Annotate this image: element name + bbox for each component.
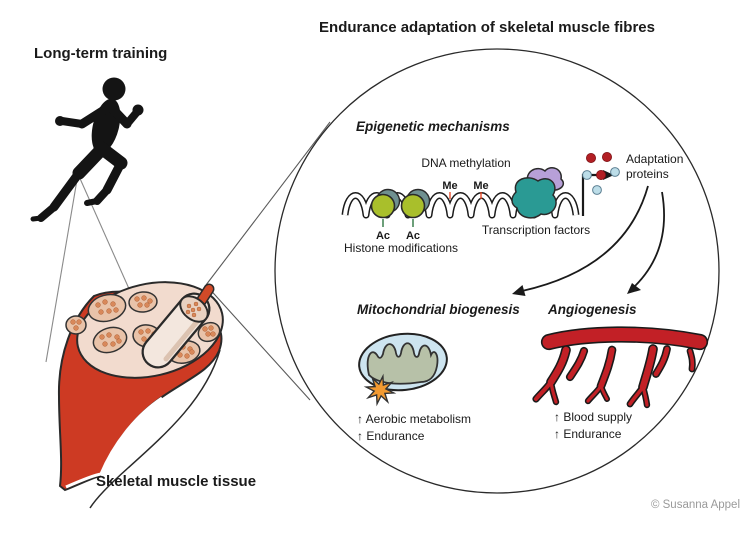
angiogenesis-heading: Angiogenesis (547, 302, 637, 317)
fiber-to-circle-line (205, 284, 311, 401)
arrowhead (627, 283, 641, 294)
training-label: Long-term training (34, 45, 167, 62)
transcription-factor (511, 167, 565, 219)
muscle-tissue-label: Skeletal muscle tissue (96, 473, 256, 490)
runner-to-muscle-line (45, 173, 79, 363)
histone (400, 193, 426, 219)
histone (370, 193, 396, 219)
methylation-marks: Me Me (442, 180, 489, 199)
protein-dot-blue (610, 167, 620, 177)
fiber-to-circle-line (205, 121, 331, 286)
magnifier-lines (45, 121, 331, 401)
mitochondrion (358, 332, 448, 407)
endurance-label: ↑ Endurance (357, 429, 425, 443)
transcription-factors-label: Transcription factors (482, 223, 590, 237)
runner-to-muscle-line (77, 173, 135, 301)
extracted-muscle-fiber (141, 283, 215, 369)
protein-dot-red (602, 151, 613, 162)
dna-strand: Ac Ac Me Me (341, 167, 614, 242)
vessel-red-body (534, 327, 707, 407)
dna-methylation-label: DNA methylation (421, 156, 510, 170)
muscle-illustration (57, 281, 224, 509)
methyl-tag: Me (473, 180, 488, 192)
tf-main-blob (511, 177, 557, 219)
runner-back-fist (55, 116, 65, 126)
protein-dot-red (586, 152, 597, 163)
figure-title: Endurance adaptation of skeletal muscle … (319, 19, 655, 36)
adaptation-protein-dots (582, 151, 620, 195)
histones: Ac Ac (370, 188, 431, 242)
energy-burst-icon (363, 373, 397, 407)
arrow-to-angiogenesis (633, 191, 665, 288)
magnified-cell-circle (274, 48, 720, 494)
arrow-to-mitochondrial (521, 185, 649, 292)
acetylation-tag: Ac (376, 230, 390, 242)
acetylation-tag: Ac (406, 230, 420, 242)
blood-supply-label: ↑ Blood supply (554, 410, 632, 424)
outcome-arrows (512, 185, 665, 296)
endurance-label: ↑ Endurance (554, 427, 622, 441)
runner-front-fist (132, 104, 144, 116)
muscle-fascia-highlight (65, 396, 163, 489)
blood-vessel (532, 326, 709, 409)
adaptation-proteins-label-line1: Adaptation (626, 152, 683, 166)
arrowhead (512, 285, 526, 296)
runner-head (102, 77, 126, 101)
muscle-outer-sheath-line (89, 349, 221, 509)
protein-dot-red (596, 169, 607, 180)
histone-modifications-label: Histone modifications (344, 241, 458, 255)
runner-limbs (30, 101, 141, 222)
aerobic-metabolism-label: ↑ Aerobic metabolism (357, 412, 471, 426)
author-credit: © Susanna Appel (651, 499, 740, 511)
protein-dot-blue (592, 185, 602, 195)
methyl-tag: Me (442, 180, 457, 192)
mito-cristae (366, 342, 439, 385)
protein-dot-blue (582, 170, 592, 180)
runner-silhouette (30, 77, 144, 222)
epigenetic-heading: Epigenetic mechanisms (356, 119, 510, 134)
mitochondrial-heading: Mitochondrial biogenesis (357, 302, 520, 317)
adaptation-proteins-label-line2: proteins (626, 167, 669, 181)
